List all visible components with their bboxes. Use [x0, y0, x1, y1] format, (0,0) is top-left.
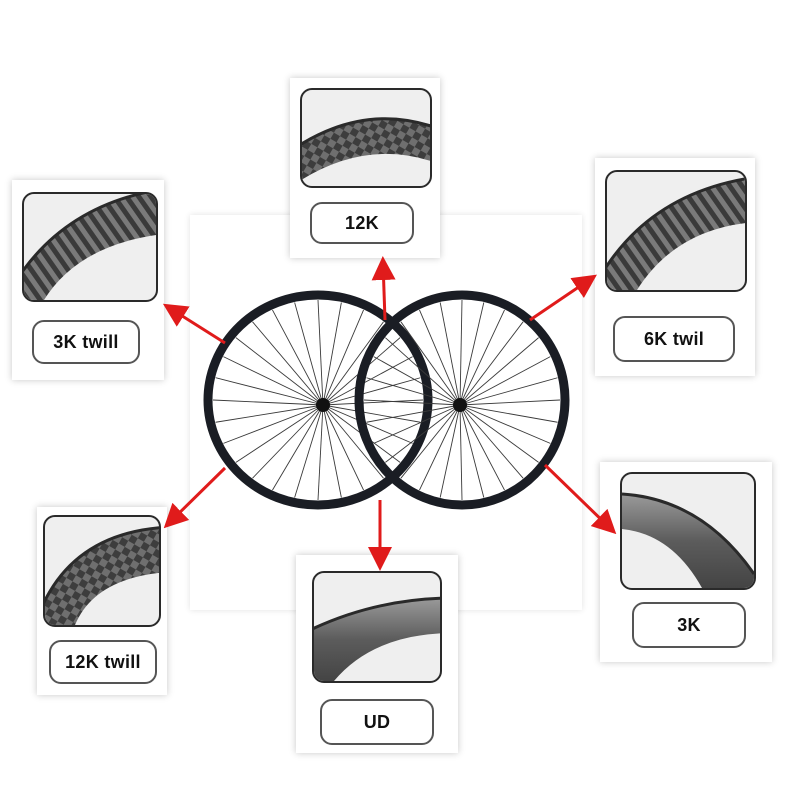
wheel-spoke	[235, 337, 324, 406]
wheel-spoke	[385, 404, 461, 463]
wheel-spoke	[459, 404, 505, 491]
wheel-spoke	[373, 404, 461, 444]
wheel-spoke	[322, 404, 342, 498]
wheel-spoke	[322, 321, 384, 406]
wheelset-photo-panel	[190, 215, 582, 610]
material-card-6k-twill: 6K twil	[595, 158, 755, 376]
material-card-12k-twill: 12K twill	[37, 507, 167, 695]
carbon-swatch-6k-twill	[605, 170, 747, 292]
carbon-swatch-12k-twill	[43, 515, 161, 627]
wheel-spoke	[322, 404, 384, 479]
wheel-spoke	[459, 404, 539, 463]
wheel-spoke	[459, 356, 551, 406]
material-label-ud: UD	[320, 699, 434, 745]
wheel-spoke	[322, 356, 413, 406]
material-card-3k-twill: 3K twill	[12, 180, 164, 380]
material-label-3k-twill: 3K twill	[32, 320, 140, 364]
wheel-spoke	[212, 399, 324, 406]
wheel-hub	[453, 398, 467, 412]
wheel-spoke	[373, 356, 461, 406]
wheel-spoke	[272, 309, 324, 406]
wheel-spoke	[459, 309, 505, 406]
wheel-spoke	[322, 404, 413, 444]
wheel-spoke	[363, 399, 461, 406]
wheel-spoke	[252, 321, 324, 406]
material-card-12k: 12K	[290, 78, 440, 258]
left-wheel	[203, 290, 433, 510]
material-label-12k-twill: 12K twill	[49, 640, 157, 684]
wheel-spoke	[223, 404, 324, 444]
wheel-spoke	[322, 377, 421, 406]
wheel-spoke	[419, 309, 461, 406]
carbon-swatch-ud	[312, 571, 442, 683]
wheel-spoke	[223, 356, 324, 406]
material-label-3k: 3K	[632, 602, 746, 648]
wheel-spoke	[459, 302, 485, 406]
material-card-ud: UD	[296, 555, 458, 753]
wheel-spoke	[322, 404, 421, 423]
wheel-spoke	[252, 404, 324, 479]
wheel-spoke	[322, 404, 364, 491]
wheel-spoke	[294, 302, 324, 406]
wheel-spoke	[215, 404, 324, 423]
wheel-rim	[203, 290, 433, 510]
wheel-spoke	[366, 404, 461, 423]
wheel-spoke	[459, 299, 463, 406]
wheelset-image	[203, 290, 570, 510]
carbon-swatch-12k	[300, 88, 432, 188]
wheel-spoke	[459, 404, 485, 498]
wheel-spoke	[459, 321, 524, 406]
material-label-12k: 12K	[310, 202, 414, 244]
wheel-hub	[316, 398, 330, 412]
wheel-rim	[354, 290, 570, 510]
wheel-spoke	[439, 302, 461, 406]
material-label-6k-twill: 6K twil	[613, 316, 735, 362]
wheel-spoke	[235, 404, 324, 463]
wheel-spoke	[459, 399, 561, 406]
wheel-spoke	[366, 377, 461, 406]
wheel-spoke	[322, 399, 424, 406]
wheel-spoke	[459, 404, 551, 444]
right-wheel	[354, 290, 570, 510]
wheel-spoke	[385, 337, 461, 406]
wheel-spoke	[459, 377, 558, 406]
wheel-spoke	[272, 404, 324, 491]
carbon-swatch-3k	[620, 472, 756, 590]
wheel-spoke	[419, 404, 461, 491]
wheel-spoke	[400, 321, 461, 406]
material-card-3k: 3K	[600, 462, 772, 662]
wheel-spoke	[294, 404, 324, 498]
wheel-spoke	[400, 404, 461, 479]
wheel-spoke	[459, 404, 524, 479]
wheel-spoke	[215, 377, 324, 406]
wheel-spoke	[459, 404, 463, 501]
wheel-spoke	[459, 337, 539, 406]
wheel-spoke	[317, 299, 324, 406]
wheel-spoke	[322, 302, 342, 406]
wheel-spoke	[322, 309, 364, 406]
wheel-spoke	[317, 404, 324, 501]
wheel-spoke	[439, 404, 461, 498]
wheel-spoke	[459, 404, 558, 423]
carbon-swatch-3k-twill	[22, 192, 158, 302]
